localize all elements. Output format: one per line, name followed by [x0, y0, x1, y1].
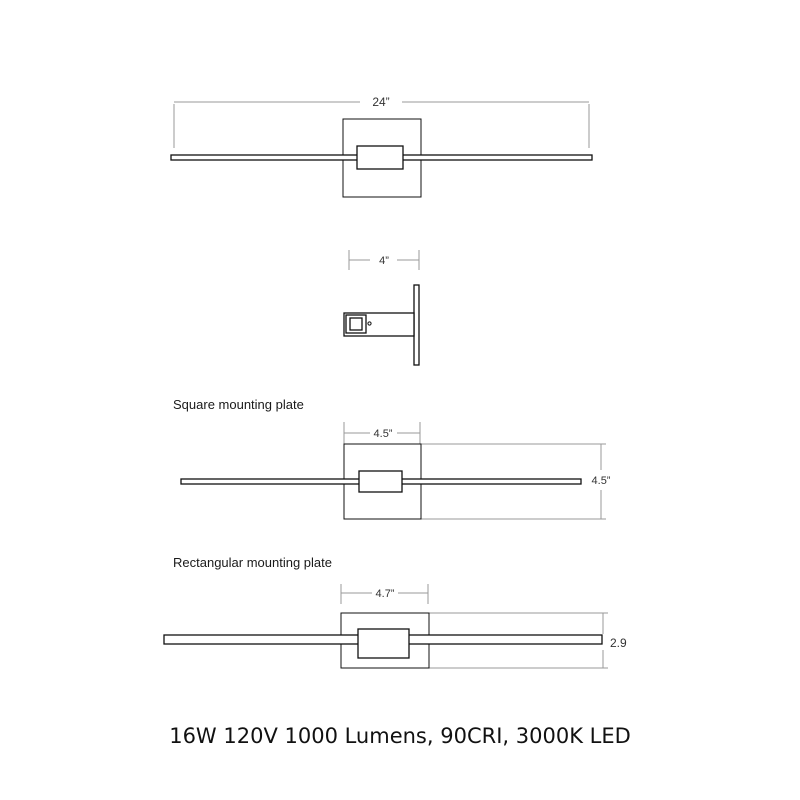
rect-plate-caption: Rectangular mounting plate — [173, 555, 332, 570]
square-driver-housing — [358, 470, 403, 493]
side-wall-plate — [413, 284, 420, 366]
front-width-dimension — [173, 101, 590, 148]
rect-height-dimension — [429, 612, 608, 669]
side-bar-section-inner — [349, 317, 363, 331]
side-view: 4” — [343, 250, 420, 366]
square-plate-caption: Square mounting plate — [173, 397, 304, 412]
square-height-dimension — [421, 443, 606, 520]
rect-width-label: 4.7” — [376, 588, 395, 600]
square-plate-view: 4.5” 4.5” — [180, 422, 611, 520]
front-view: 24” — [170, 95, 593, 198]
front-driver-housing — [356, 145, 404, 170]
rect-height-label: 2.9 — [610, 636, 627, 650]
spec-line: 16W 120V 1000 Lumens, 90CRI, 3000K LED — [169, 724, 631, 748]
front-width-label: 24” — [372, 95, 389, 109]
side-pivot-screw — [367, 321, 372, 326]
square-width-dimension — [343, 422, 421, 444]
rect-width-dimension — [340, 584, 429, 604]
square-height-label: 4.5” — [592, 475, 611, 487]
rect-driver-housing — [357, 628, 410, 659]
square-width-label: 4.5” — [374, 428, 393, 440]
side-depth-label: 4” — [379, 255, 389, 267]
rect-plate-view: 4.7” 2.9 — [163, 584, 627, 669]
side-depth-dimension — [348, 250, 420, 270]
